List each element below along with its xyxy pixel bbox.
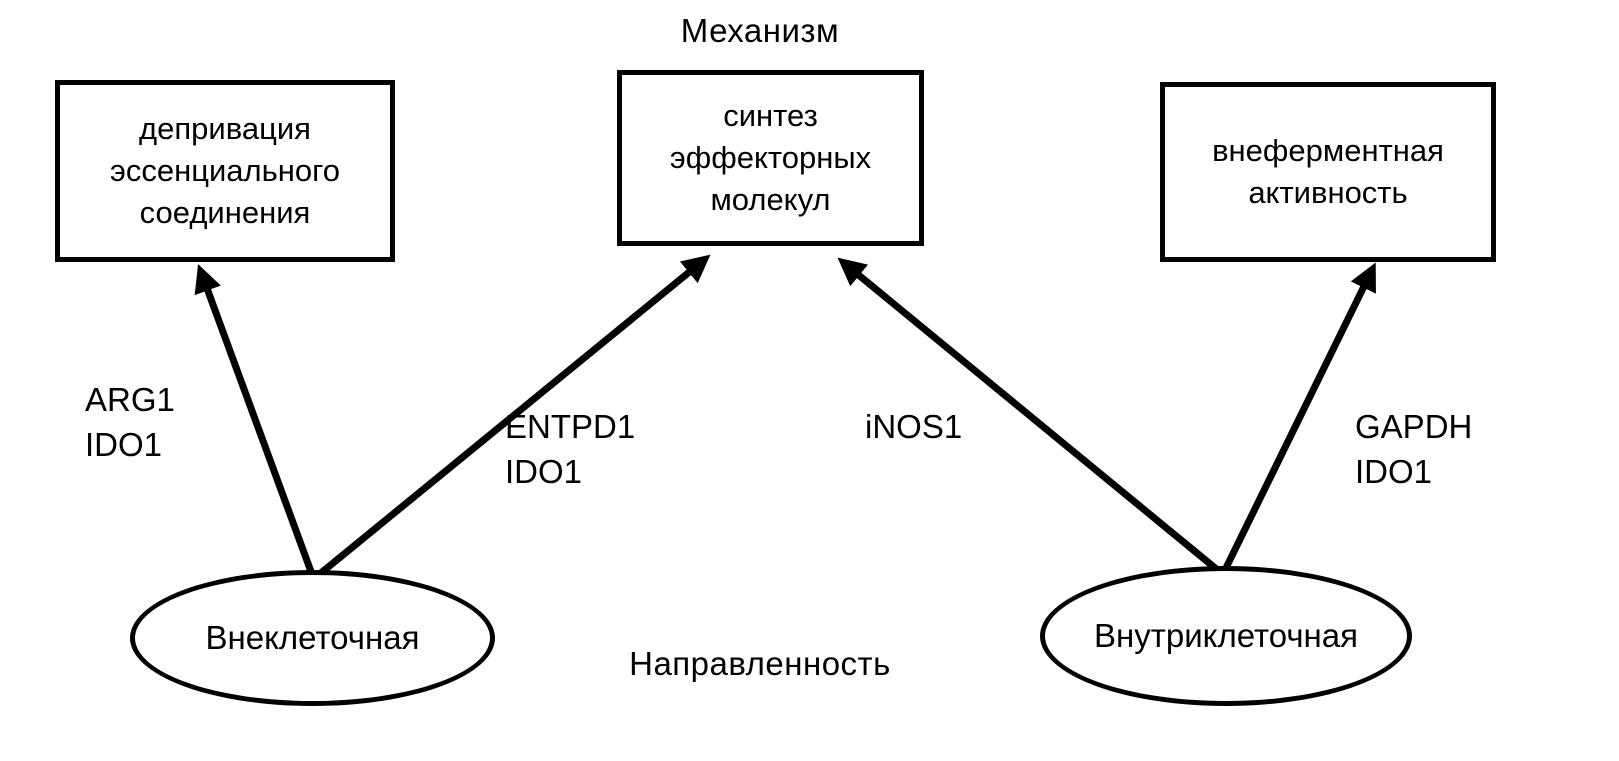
node-ellipse-extracellular: Внеклеточная xyxy=(130,570,495,706)
node-box-nonenzymatic: внеферментная активность xyxy=(1160,82,1496,262)
axis-label-direction: Направленность xyxy=(629,645,891,682)
edge-label-gapdh-ido1: GAPDH IDO1 xyxy=(1355,408,1473,490)
node-box-deprivation: депривация эссенциального соединения xyxy=(55,80,395,262)
arrow-intracellular-to-nonenzymatic xyxy=(1220,262,1376,574)
arrow-extracellular-to-deprivation xyxy=(194,264,317,579)
node-ellipse-intracellular: Внутриклеточная xyxy=(1040,566,1412,706)
axis-label-mechanism: Механизм xyxy=(680,12,840,49)
edge-label-arg1-ido1: ARG1 IDO1 xyxy=(85,381,175,463)
edge-label-inos1: iNOS1 xyxy=(865,408,963,445)
edge-label-entpd1-ido1: ENTPD1 IDO1 xyxy=(505,408,636,490)
node-box-synthesis: синтез эффекторных молекул xyxy=(617,70,924,246)
